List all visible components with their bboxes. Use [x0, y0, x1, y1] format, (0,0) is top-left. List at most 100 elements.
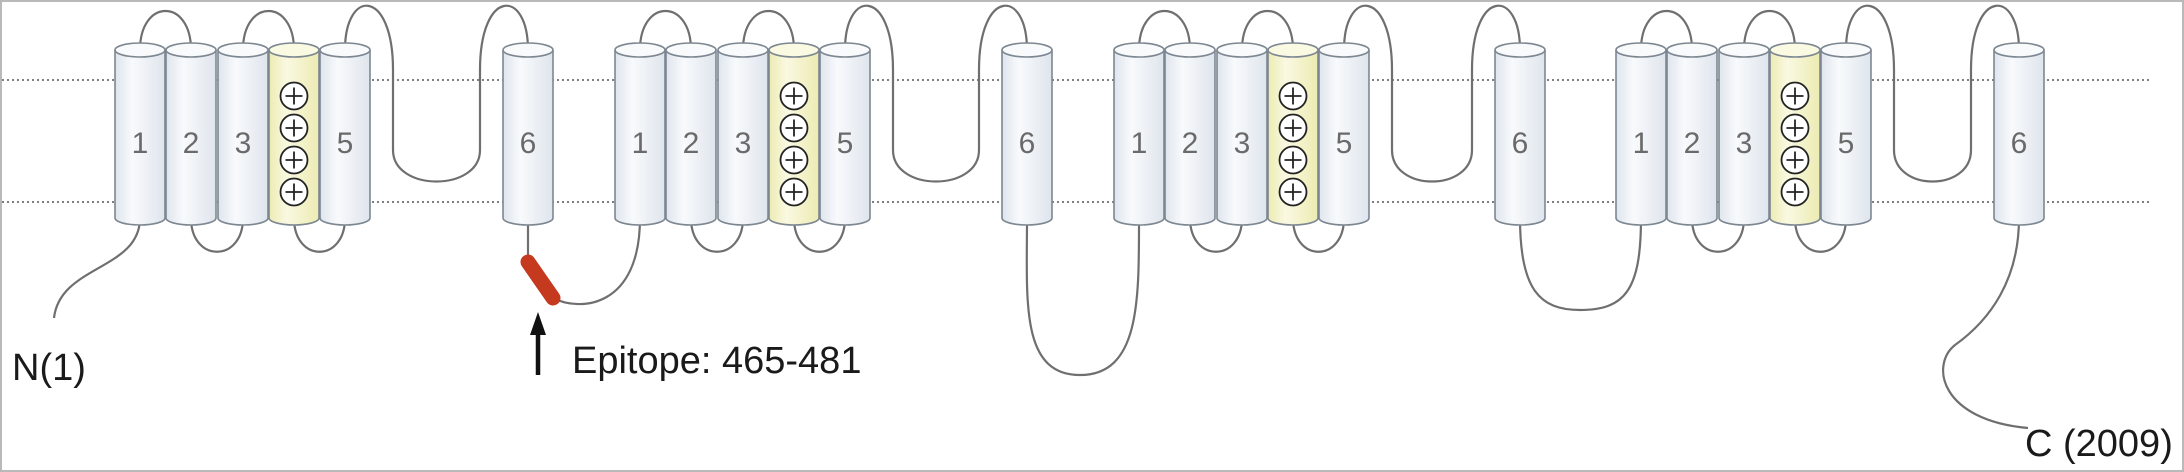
loop-d3-s2-s3	[1188, 217, 1244, 253]
cylinder-body	[1615, 50, 1667, 226]
n-terminus-label: N(1)	[12, 347, 86, 389]
domain-IV-segment-3: 3	[1718, 42, 1770, 226]
domain-II-segment-2: 2	[665, 42, 717, 226]
domain-IV-segment-6: 6	[1993, 42, 2045, 226]
domain-II-segment-1: 1	[614, 42, 666, 226]
cylinder-cap	[614, 42, 666, 58]
positive-charge-icon	[779, 145, 809, 175]
cylinder-cap	[1318, 42, 1370, 58]
loop-d1-s1-s2	[138, 10, 193, 51]
positive-charge-icon	[1780, 177, 1810, 207]
loop-d2-s2-s3	[689, 217, 745, 253]
positive-charge-icon	[1780, 113, 1810, 143]
domain-I-segment-4	[268, 42, 320, 226]
cylinder-body	[717, 50, 769, 226]
cylinder-cap	[1769, 42, 1821, 58]
domain-III-segment-3: 3	[1216, 42, 1268, 226]
cylinder-cap	[268, 42, 320, 58]
cylinder-body	[502, 50, 554, 226]
segment-number-label: 2	[1182, 127, 1199, 160]
loop-d2-s5-s6	[843, 4, 1029, 183]
domain-III-segment-4	[1267, 42, 1319, 226]
loop-d2-s4-s5	[792, 217, 847, 253]
loop-d1-s3-s4	[241, 10, 296, 51]
cylinder-cap	[665, 42, 717, 58]
cylinder-body	[1164, 50, 1216, 226]
loop-d3-s5-s6	[1342, 4, 1522, 183]
loop-d4-s1-s2	[1639, 10, 1694, 51]
cylinder-body	[614, 50, 666, 226]
cylinder-cap	[1718, 42, 1770, 58]
loop-d1-s2-s3	[189, 217, 245, 253]
loop-d2-s3-s4	[741, 10, 796, 51]
positive-charge-icon	[279, 113, 309, 143]
cylinder-cap	[319, 42, 371, 58]
domain-III-segment-5: 5	[1318, 42, 1370, 226]
domain-II-segment-5: 5	[819, 42, 871, 226]
segment-number-label: 5	[837, 127, 854, 160]
cylinder-cap	[1216, 42, 1268, 58]
segment-number-label: 2	[1684, 127, 1701, 160]
domain-III-segment-1: 1	[1113, 42, 1165, 226]
c-terminus-tail	[1942, 217, 2029, 430]
loop-d4-s5-s6	[1844, 4, 2021, 183]
cylinder-body	[1666, 50, 1718, 226]
cylinder-cap	[217, 42, 269, 58]
cylinder-body	[1318, 50, 1370, 226]
positive-charge-icon	[279, 145, 309, 175]
epitope-marker	[520, 254, 561, 306]
positive-charge-icon	[779, 113, 809, 143]
cylinder-body	[1113, 50, 1165, 226]
domain-I-segment-2: 2	[165, 42, 217, 226]
positive-charge-icon	[279, 177, 309, 207]
cylinder-cap	[1267, 42, 1319, 58]
positive-charge-icon	[1780, 145, 1810, 175]
cylinder-cap	[165, 42, 217, 58]
positive-charge-icon	[1278, 113, 1308, 143]
segment-number-label: 1	[1633, 127, 1650, 160]
loop-d3-s1-s2	[1137, 10, 1192, 51]
linker-d2-d3	[1025, 217, 1141, 377]
cylinder-body	[665, 50, 717, 226]
positive-charge-icon	[279, 81, 309, 111]
segment-number-label: 1	[632, 127, 649, 160]
cylinder-body	[319, 50, 371, 226]
domain-IV-segment-4	[1769, 42, 1821, 226]
cylinder-body	[1820, 50, 1872, 226]
domain-III-segment-2: 2	[1164, 42, 1216, 226]
segment-number-label: 6	[520, 127, 537, 160]
positive-charge-icon	[1780, 81, 1810, 111]
cylinder-cap	[1494, 42, 1546, 58]
loop-d4-s4-s5	[1793, 217, 1848, 253]
segment-number-label: 6	[2011, 127, 2028, 160]
cylinder-body	[1216, 50, 1268, 226]
loop-d2-s1-s2	[638, 10, 693, 51]
segment-number-label: 5	[1336, 127, 1353, 160]
loop-d1-s5-s6	[343, 4, 530, 183]
domain-II-segment-6: 6	[1001, 42, 1053, 226]
positive-charge-icon	[1278, 81, 1308, 111]
loop-d4-s2-s3	[1690, 217, 1746, 253]
segment-number-label: 6	[1019, 127, 1036, 160]
domain-II-segment-4	[768, 42, 820, 226]
domain-II-segment-3: 3	[717, 42, 769, 226]
segment-number-label: 3	[1234, 127, 1251, 160]
segment-number-label: 5	[337, 127, 354, 160]
positive-charge-icon	[1278, 145, 1308, 175]
positive-charge-icon	[779, 81, 809, 111]
cylinder-body	[165, 50, 217, 226]
positive-charge-icon	[779, 177, 809, 207]
cylinder-cap	[819, 42, 871, 58]
domain-I-segment-1: 1	[114, 42, 166, 226]
domain-IV-segment-2: 2	[1666, 42, 1718, 226]
domain-I-segment-6: 6	[502, 42, 554, 226]
domain-IV-segment-1: 1	[1615, 42, 1667, 226]
cylinder-cap	[1666, 42, 1718, 58]
cylinder-cap	[1993, 42, 2045, 58]
segment-number-label: 1	[132, 127, 149, 160]
loop-d3-s3-s4	[1240, 10, 1295, 51]
cylinder-cap	[1113, 42, 1165, 58]
